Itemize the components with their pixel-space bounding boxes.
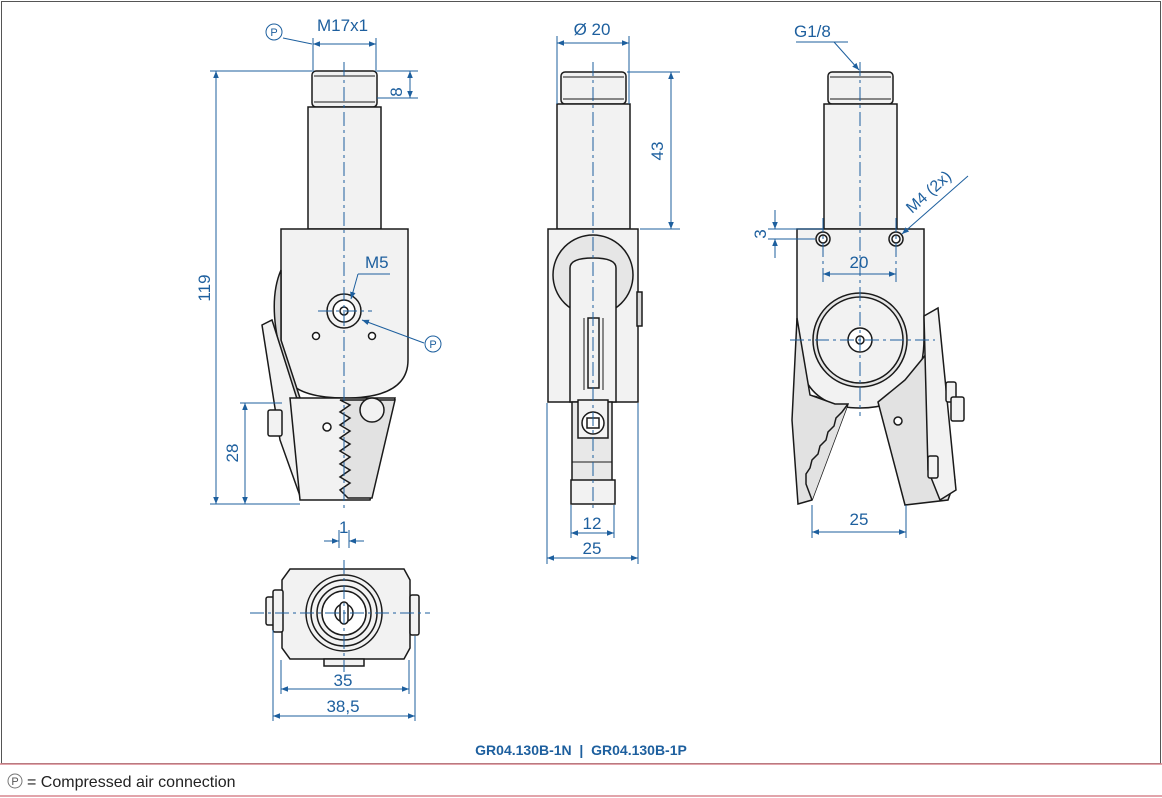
dim-mount-offset: 3 [751, 229, 770, 238]
svg-text:P: P [429, 339, 436, 351]
side-view [547, 71, 643, 505]
p-marker-body: P [424, 335, 442, 353]
dim-air-port: M5 [365, 253, 389, 272]
dim-jaw-inner: 12 [583, 514, 602, 533]
dim-body-width-outer: 38,5 [326, 697, 359, 716]
side-dimensions [546, 36, 680, 564]
svg-text:P: P [270, 27, 277, 39]
dim-side-width: 25 [583, 539, 602, 558]
drawing-caption: GR04.130B-1N | GR04.130B-1P [475, 742, 687, 758]
rear-view [791, 71, 965, 506]
front-view [261, 70, 409, 501]
dim-thread-height: 8 [387, 87, 406, 96]
bottom-dimensions [272, 630, 416, 721]
legend-text: = Compressed air connection [27, 774, 236, 791]
dim-shaft-length: 43 [648, 142, 667, 161]
front-dimensions [210, 37, 425, 548]
bottom-center-lines [250, 560, 430, 672]
dim-open-width: 25 [850, 510, 869, 529]
dim-port-thread: G1/8 [794, 22, 831, 41]
dim-total-height: 119 [195, 274, 214, 301]
rear-dimensions [768, 41, 969, 538]
front-dimension-text: M17x1 8 119 28 M5 1 [195, 16, 406, 537]
legend-p-marker: P [7, 773, 23, 789]
p-marker-top: P [265, 23, 283, 41]
dim-jaw-height: 28 [223, 444, 242, 463]
front-center-lines [318, 62, 372, 510]
dim-body-width-inner: 35 [334, 671, 353, 690]
dim-thread-top: M17x1 [317, 16, 368, 35]
dim-mount-spacing: 20 [850, 253, 869, 272]
svg-text:P: P [11, 776, 18, 788]
dim-offset: 1 [339, 518, 348, 537]
dim-diameter: Ø 20 [574, 20, 611, 39]
bottom-view [265, 568, 420, 667]
